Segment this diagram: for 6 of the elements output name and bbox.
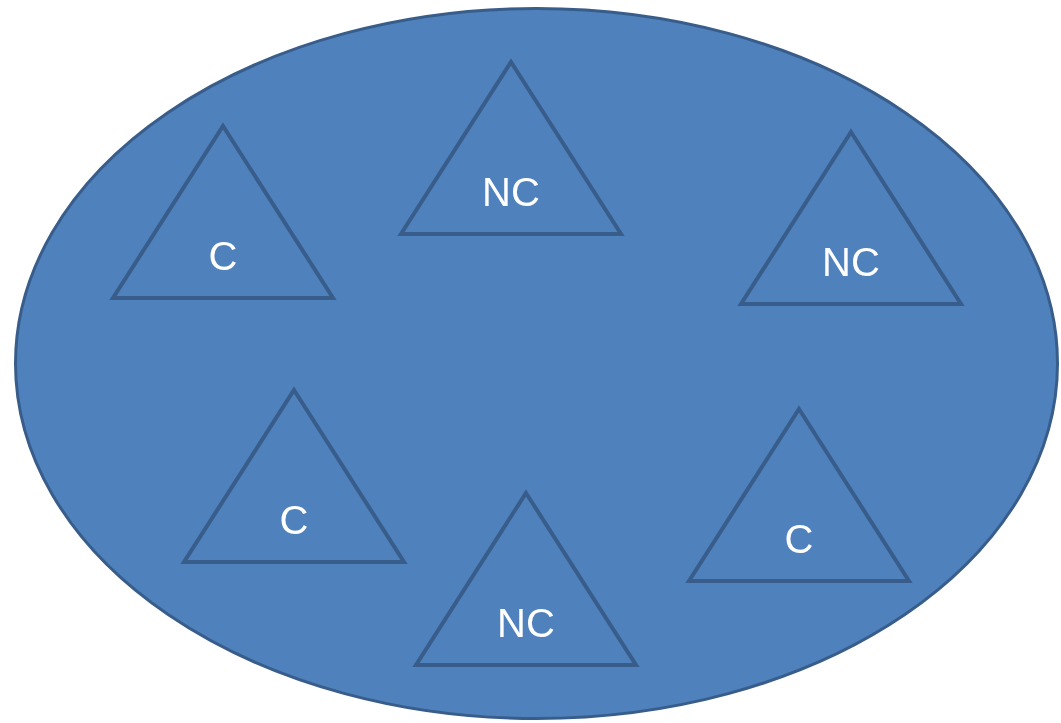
triangle-label: NC <box>482 169 540 216</box>
triangle-label: C <box>279 497 309 544</box>
triangle-label: NC <box>497 600 555 647</box>
triangle-label: NC <box>822 239 880 286</box>
triangle-label: C <box>784 516 814 563</box>
triangle-label: C <box>208 233 238 280</box>
